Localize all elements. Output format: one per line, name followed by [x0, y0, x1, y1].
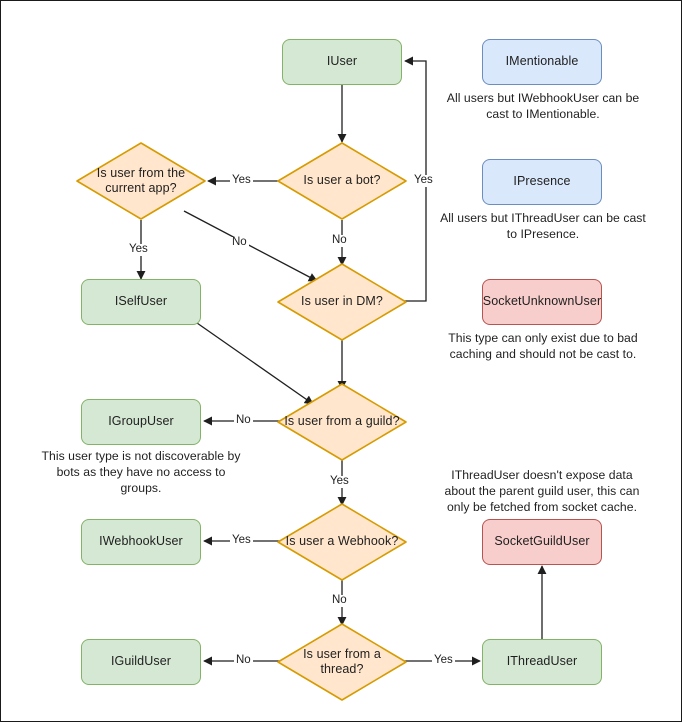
- edge-label-webhook-no: No: [330, 594, 349, 607]
- node-imentionable-label: IMentionable: [505, 54, 579, 69]
- node-socketunknownuser[interactable]: SocketUnknownUser: [482, 279, 602, 325]
- diamond-shape-icon: [277, 623, 407, 701]
- edge-label-thread-no: No: [234, 654, 253, 667]
- edge-label-guild-yes: Yes: [328, 475, 351, 488]
- diamond-shape-icon: [277, 142, 407, 220]
- edge-label-guild-no: No: [234, 414, 253, 427]
- note-imentionable: All users but IWebhookUser can be cast t…: [446, 91, 640, 122]
- node-iguilduser[interactable]: IGuildUser: [81, 639, 201, 685]
- note-ipresence: All users but IThreadUser can be cast to…: [440, 211, 646, 242]
- node-socketunknownuser-label: SocketUnknownUser: [482, 294, 602, 309]
- node-is-user-from-a-guild[interactable]: Is user from a guild?: [277, 383, 407, 461]
- node-iwebhookuser[interactable]: IWebhookUser: [81, 519, 201, 565]
- node-is-user-a-webhook[interactable]: Is user a Webhook?: [277, 503, 407, 581]
- node-is-user-from-current-app[interactable]: Is user from the current app?: [76, 142, 206, 220]
- node-iwebhookuser-label: IWebhookUser: [99, 534, 183, 549]
- edge-label-thread-yes: Yes: [432, 654, 455, 667]
- node-ipresence[interactable]: IPresence: [482, 159, 602, 205]
- node-iselfuser[interactable]: ISelfUser: [81, 279, 201, 325]
- node-is-user-in-dm-label: Is user in DM?: [301, 294, 383, 309]
- node-socketguilduser-label: SocketGuildUser: [494, 534, 590, 549]
- node-imentionable[interactable]: IMentionable: [482, 39, 602, 85]
- edge-label-app-no: No: [230, 236, 249, 249]
- node-is-user-in-dm[interactable]: Is user in DM?: [277, 263, 407, 341]
- edge-label-bot-yes: Yes: [230, 174, 253, 187]
- edge-label-dm-yes: Yes: [412, 174, 435, 187]
- edge-label-bot-no: No: [330, 234, 349, 247]
- node-iguilduser-label: IGuildUser: [110, 654, 172, 669]
- node-is-user-from-a-guild-label: Is user from a guild?: [284, 414, 400, 429]
- node-iuser-label: IUser: [326, 54, 358, 69]
- node-ipresence-label: IPresence: [513, 174, 571, 189]
- node-is-user-from-current-app-label: Is user from the current app?: [96, 165, 186, 195]
- node-is-user-from-a-thread-label: Is user from a thread?: [303, 646, 381, 676]
- note-socketguilduser: IThreadUser doesn't expose data about th…: [444, 468, 640, 515]
- note-igroupuser: This user type is not discoverable by bo…: [41, 449, 241, 496]
- node-is-user-from-a-thread[interactable]: Is user from a thread?: [277, 623, 407, 701]
- node-igroupuser[interactable]: IGroupUser: [81, 399, 201, 445]
- edge-label-webhook-yes: Yes: [230, 534, 253, 547]
- node-iuser[interactable]: IUser: [282, 39, 402, 85]
- edge-label-app-yes: Yes: [127, 243, 150, 256]
- node-igroupuser-label: IGroupUser: [108, 414, 174, 429]
- diamond-shape-icon: [76, 142, 206, 220]
- diamond-shape-icon: [277, 503, 407, 581]
- node-is-user-a-bot[interactable]: Is user a bot?: [277, 142, 407, 220]
- node-is-user-a-webhook-label: Is user a Webhook?: [285, 534, 399, 549]
- diamond-shape-icon: [277, 383, 407, 461]
- node-socketguilduser[interactable]: SocketGuildUser: [482, 519, 602, 565]
- node-iselfuser-label: ISelfUser: [114, 294, 168, 309]
- node-ithreaduser[interactable]: IThreadUser: [482, 639, 602, 685]
- node-is-user-a-bot-label: Is user a bot?: [303, 173, 381, 188]
- diamond-shape-icon: [277, 263, 407, 341]
- note-socketunknownuser: This type can only exist due to bad cach…: [448, 331, 638, 362]
- node-ithreaduser-label: IThreadUser: [506, 654, 578, 669]
